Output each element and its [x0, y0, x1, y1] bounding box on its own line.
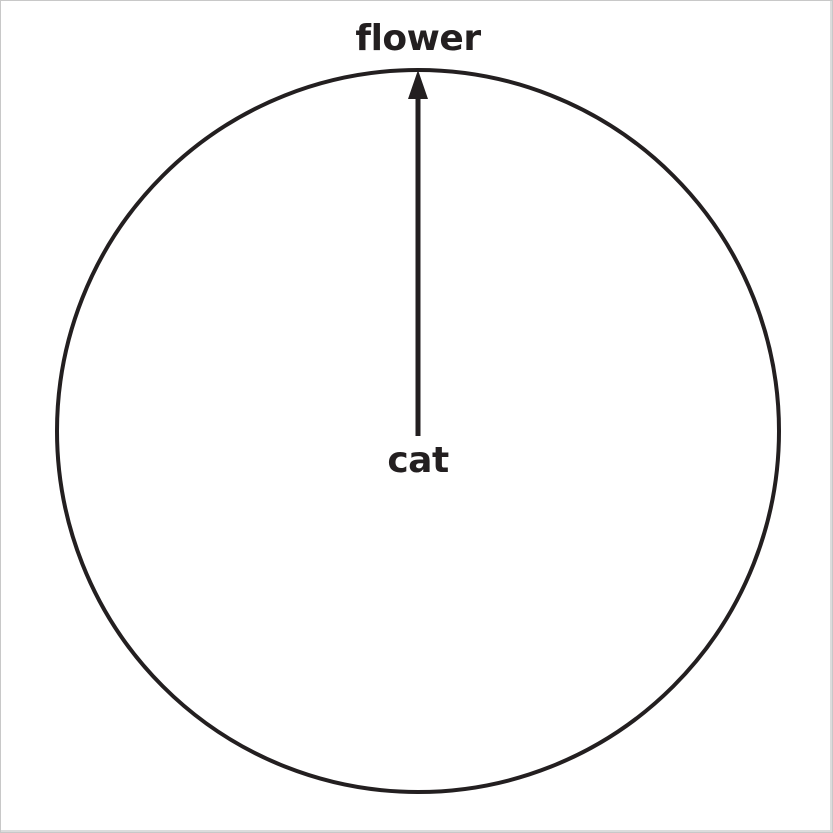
arrow-head — [408, 70, 428, 99]
top-label: flower — [355, 18, 481, 59]
center-label: cat — [387, 440, 449, 481]
